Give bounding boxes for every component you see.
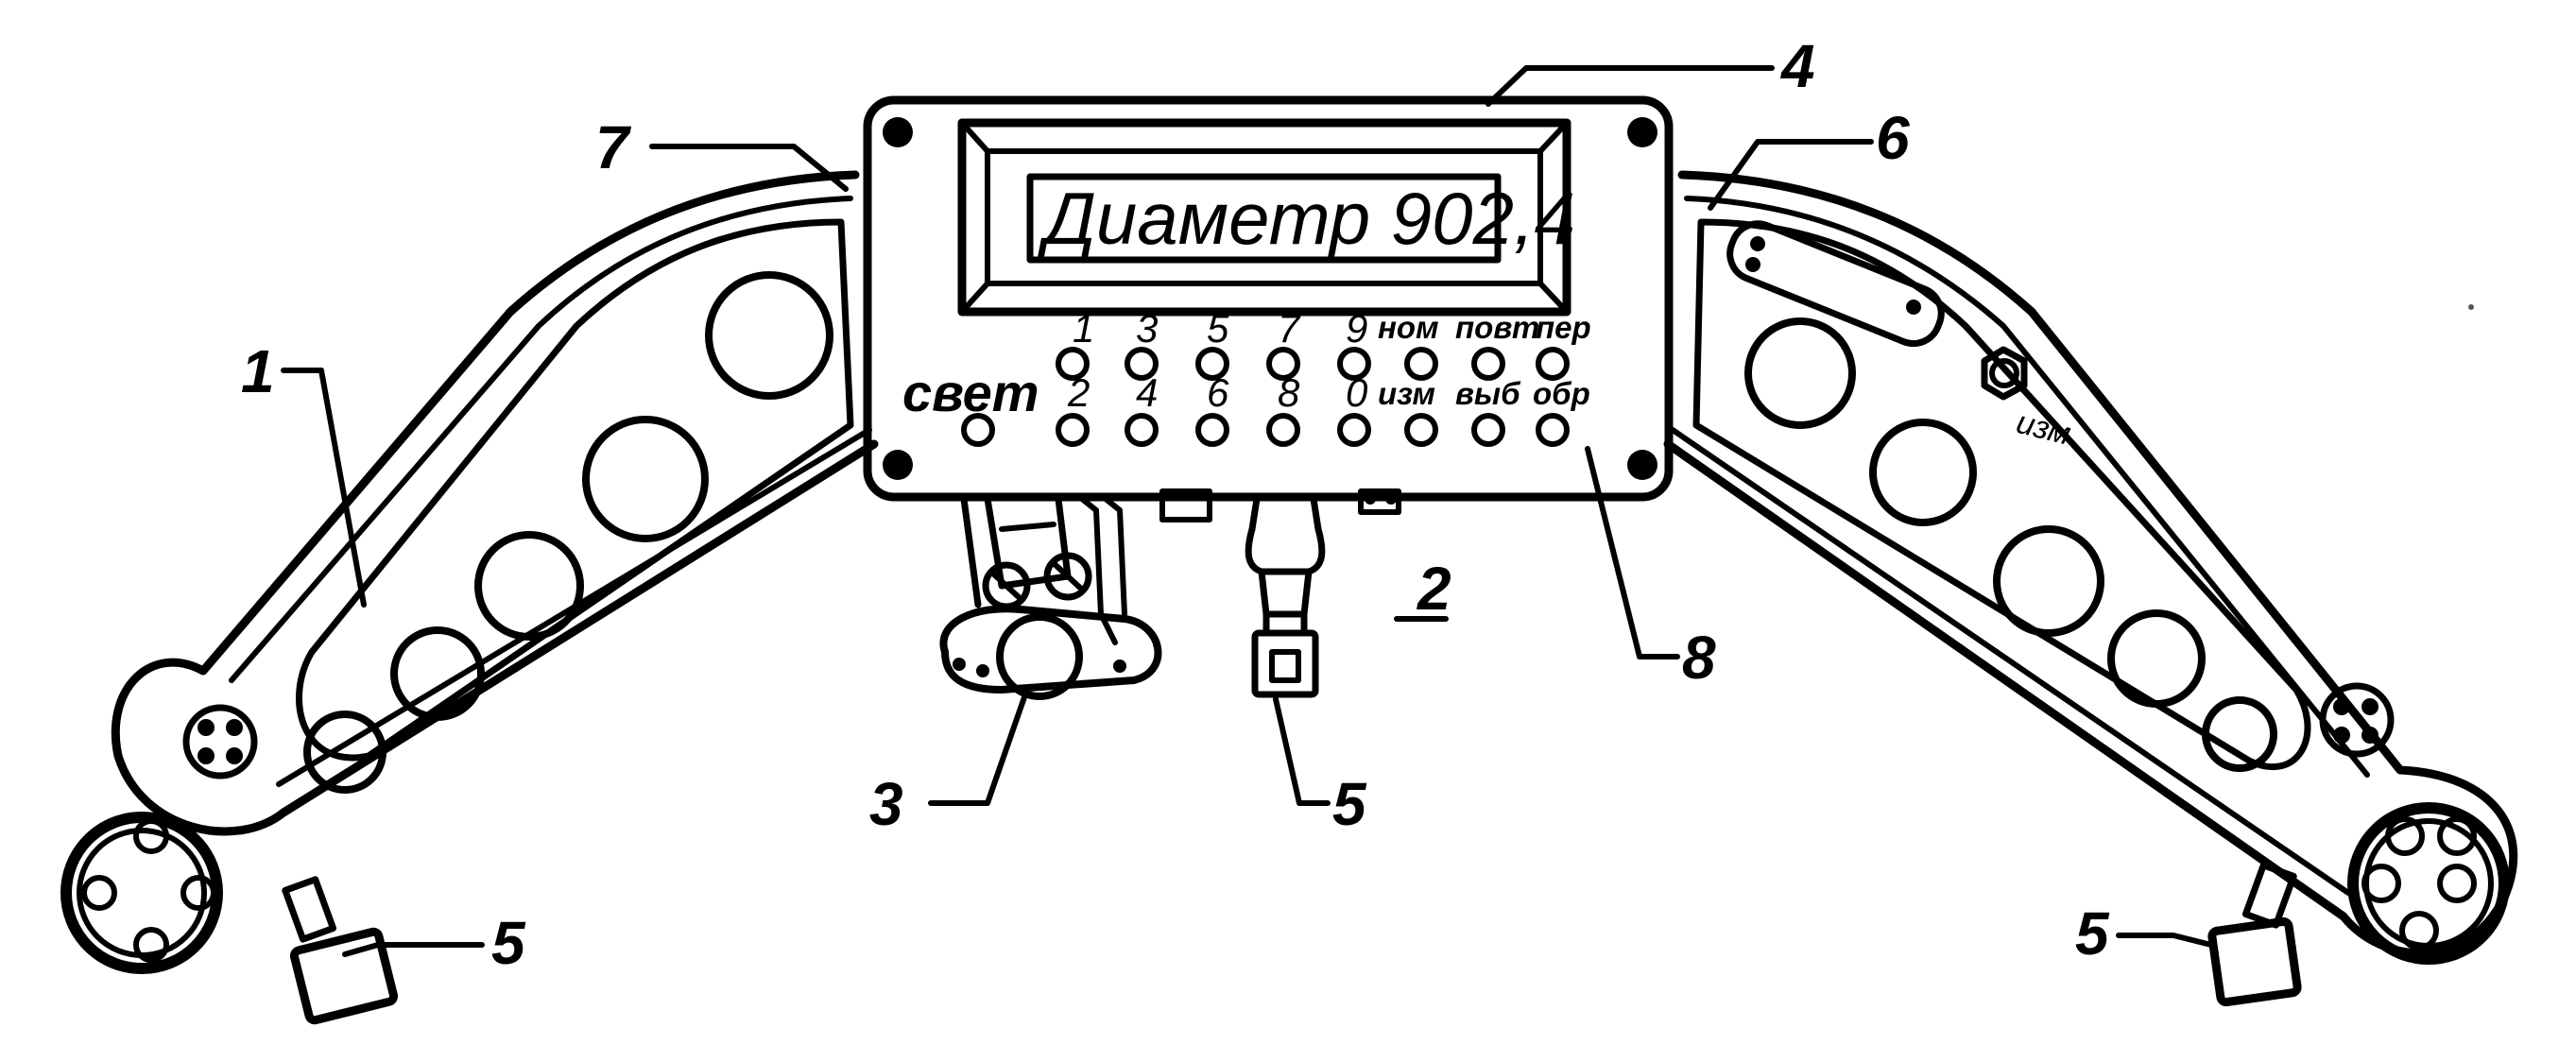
key-label-7: 7 (1278, 306, 1301, 351)
key-label-svet: свет (902, 363, 1039, 422)
callout-1: 1 (241, 337, 275, 405)
left-foot (282, 876, 399, 1025)
key-2[interactable] (1056, 413, 1090, 447)
key-0[interactable] (1337, 413, 1371, 447)
key-label-2: 2 (1067, 370, 1090, 415)
key-povt[interactable] (1471, 347, 1505, 381)
measure-button-label: изм (2013, 404, 2074, 453)
right-wheel (2347, 802, 2510, 965)
right-foot (2207, 862, 2302, 1007)
key-label-4: 4 (1136, 370, 1158, 415)
callout-7: 7 (595, 113, 632, 181)
key-per[interactable] (1536, 347, 1570, 381)
callout-5-right: 5 (2075, 899, 2110, 968)
left-clamp-screw (182, 704, 258, 779)
key-3[interactable] (1125, 347, 1159, 381)
right-arm-display-slot (1726, 220, 1945, 348)
callout-5-left: 5 (491, 909, 526, 977)
right-arm (1663, 170, 2518, 958)
key-label-1: 1 (1073, 306, 1094, 351)
key-svet[interactable] (961, 413, 995, 447)
key-label-0: 0 (1346, 370, 1368, 415)
key-4[interactable] (1125, 413, 1159, 447)
key-label-per: пер (1536, 310, 1591, 345)
callout-3: 3 (869, 770, 903, 838)
callout-leaders (281, 65, 2214, 957)
keypad: 1 3 5 7 9 ном повт пер свет 2 4 6 8 0 из… (902, 306, 1591, 447)
lcd-display (957, 118, 1571, 317)
left-wheel (60, 812, 223, 974)
display-readout: Диаметр 902,4 (1037, 177, 1575, 260)
key-obr[interactable] (1536, 413, 1570, 447)
key-label-vyb: выб (1455, 376, 1521, 411)
key-nom[interactable] (1404, 347, 1438, 381)
left-arm-holes (303, 271, 833, 794)
key-label-obr: обр (1533, 376, 1590, 411)
sensor-head (939, 495, 1162, 700)
callout-8: 8 (1682, 624, 1716, 692)
key-5[interactable] (1195, 347, 1229, 381)
speck (2468, 304, 2474, 310)
right-clamp-screw (2319, 682, 2395, 758)
electronic-unit (863, 95, 1674, 502)
key-label-povt: повт (1455, 310, 1539, 345)
key-label-3: 3 (1136, 306, 1158, 351)
key-9[interactable] (1337, 347, 1371, 381)
key-label-8: 8 (1278, 370, 1300, 415)
callout-2: 2 (1417, 555, 1451, 623)
center-probe (1159, 488, 1401, 698)
key-label-6: 6 (1207, 370, 1229, 415)
right-arm-holes (1744, 317, 2277, 772)
key-1[interactable] (1056, 347, 1090, 381)
key-label-izm: изм (1378, 376, 1435, 411)
key-label-9: 9 (1346, 306, 1367, 351)
key-vyb[interactable] (1471, 413, 1505, 447)
callout-4: 4 (1779, 32, 1815, 100)
key-7[interactable] (1266, 347, 1300, 381)
measure-button[interactable] (1981, 346, 2028, 401)
key-label-5: 5 (1207, 306, 1229, 351)
key-izm[interactable] (1404, 413, 1438, 447)
key-label-nom: ном (1378, 310, 1439, 345)
callout-5-center: 5 (1332, 770, 1367, 838)
callout-6: 6 (1876, 104, 1910, 172)
key-8[interactable] (1266, 413, 1300, 447)
key-6[interactable] (1195, 413, 1229, 447)
